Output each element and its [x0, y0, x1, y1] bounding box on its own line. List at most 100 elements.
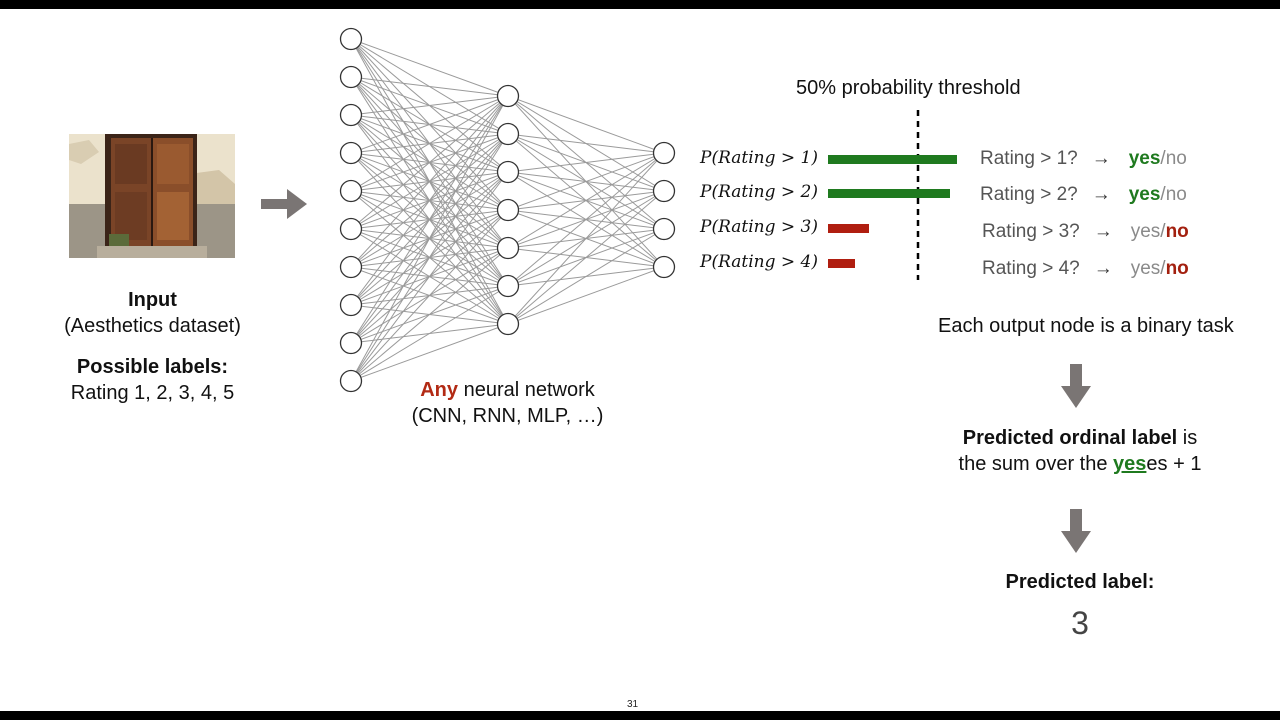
possible-labels-values: Rating 1, 2, 3, 4, 5 [70, 382, 235, 404]
binary-task-text: Each output node is a binary task [938, 315, 1234, 337]
question-text: Rating > 4? [982, 258, 1080, 279]
door-photo [69, 134, 235, 258]
network-edge [350, 95, 509, 268]
probability-bar [828, 189, 950, 198]
network-node [496, 84, 520, 108]
network-edge [350, 133, 509, 382]
slash-text: / [1160, 184, 1166, 205]
right-arrow-icon: → [1091, 184, 1111, 205]
network-edge [350, 209, 509, 382]
network-caption-rest: neural network [458, 379, 595, 401]
network-edge [350, 95, 509, 116]
yes-text: yes [1128, 148, 1161, 169]
input-subtitle: (Aesthetics dataset) [64, 315, 241, 337]
network-node [339, 293, 363, 317]
network-edge [507, 152, 665, 211]
network-node [652, 217, 676, 241]
probability-label: P(Rating > 2) [700, 182, 818, 202]
page-number: 31 [627, 699, 639, 710]
question-text: Rating > 3? [982, 221, 1080, 242]
ordinal-line2-pre: the sum over the [958, 453, 1114, 475]
neural-network-diagram [339, 27, 676, 393]
question-text: Rating > 1? [980, 148, 1078, 169]
ordinal-yes: yes [1113, 453, 1147, 475]
probability-bar [828, 259, 855, 268]
right-arrow-icon: → [1093, 258, 1113, 279]
network-edge [507, 152, 665, 173]
down-arrow-icon [1061, 509, 1091, 553]
network-edge [507, 228, 665, 325]
threshold-label: 50% probability threshold [796, 77, 1021, 99]
output-question-row: Rating > 4? → yes/no [982, 258, 1189, 280]
network-edge [507, 95, 665, 154]
network-edge [350, 95, 509, 344]
question-text: Rating > 2? [980, 184, 1078, 205]
ordinal-bold: Predicted ordinal label [962, 427, 1178, 449]
network-node [496, 122, 520, 146]
answer-yes: yes/no [1129, 184, 1187, 205]
network-edge [350, 95, 509, 382]
top-border [0, 0, 1280, 9]
ordinal-line1: Predicted ordinal label is [900, 425, 1260, 451]
network-caption-line1: Any neural network [370, 377, 645, 403]
ordinal-line2-post: es + 1 [1146, 453, 1202, 475]
network-edge [350, 95, 509, 154]
network-caption-line2: (CNN, RNN, MLP, …) [411, 405, 604, 427]
no-text: no [1165, 148, 1187, 169]
network-node [652, 179, 676, 203]
network-edge [350, 76, 509, 97]
probability-bar [828, 224, 869, 233]
network-node [496, 198, 520, 222]
right-arrow-icon: → [1093, 221, 1113, 242]
right-arrow-icon: → [1091, 148, 1111, 169]
ordinal-is: is [1177, 427, 1198, 449]
network-node [496, 274, 520, 298]
probability-label: P(Rating > 1) [700, 148, 818, 168]
network-edge [507, 190, 665, 325]
predicted-label-value: 3 [1071, 605, 1089, 641]
input-title: Input [128, 289, 177, 311]
possible-labels-title: Possible labels: [76, 356, 229, 378]
slash-text: / [1160, 148, 1166, 169]
network-node [339, 103, 363, 127]
network-edge [350, 38, 509, 97]
slash-text: / [1160, 258, 1166, 279]
network-edge [507, 133, 665, 154]
probability-label: P(Rating > 3) [700, 217, 818, 237]
no-text: no [1165, 221, 1189, 242]
network-node [339, 179, 363, 203]
network-edge [350, 95, 509, 306]
network-node [496, 312, 520, 336]
network-node [652, 255, 676, 279]
network-node [339, 65, 363, 89]
network-edge [350, 323, 509, 382]
any-word: Any [420, 379, 459, 401]
ordinal-line2: the sum over the yeses + 1 [900, 451, 1260, 477]
no-text: no [1165, 184, 1187, 205]
output-question-row: Rating > 2? → yes/no [980, 184, 1187, 206]
network-edge [507, 152, 665, 249]
network-node [339, 255, 363, 279]
output-question-row: Rating > 3? → yes/no [982, 221, 1189, 243]
input-arrow-icon [261, 189, 307, 219]
network-edge [350, 171, 509, 382]
slash-text: / [1160, 221, 1166, 242]
network-edge [350, 95, 509, 192]
yes-text: yes [1128, 184, 1161, 205]
answer-yes: yes/no [1129, 148, 1187, 169]
network-node [339, 331, 363, 355]
network-edge [507, 152, 665, 287]
network-node [339, 369, 363, 393]
output-question-row: Rating > 1? → yes/no [980, 148, 1187, 170]
no-text: no [1165, 258, 1189, 279]
network-edge [350, 247, 509, 382]
yes-text: yes [1130, 221, 1161, 242]
network-edge [350, 285, 509, 382]
network-edge [350, 95, 509, 230]
network-edge [507, 152, 665, 325]
probability-label: P(Rating > 4) [700, 252, 818, 272]
bottom-border [0, 711, 1280, 720]
network-node [496, 236, 520, 260]
answer-no: yes/no [1131, 258, 1189, 279]
